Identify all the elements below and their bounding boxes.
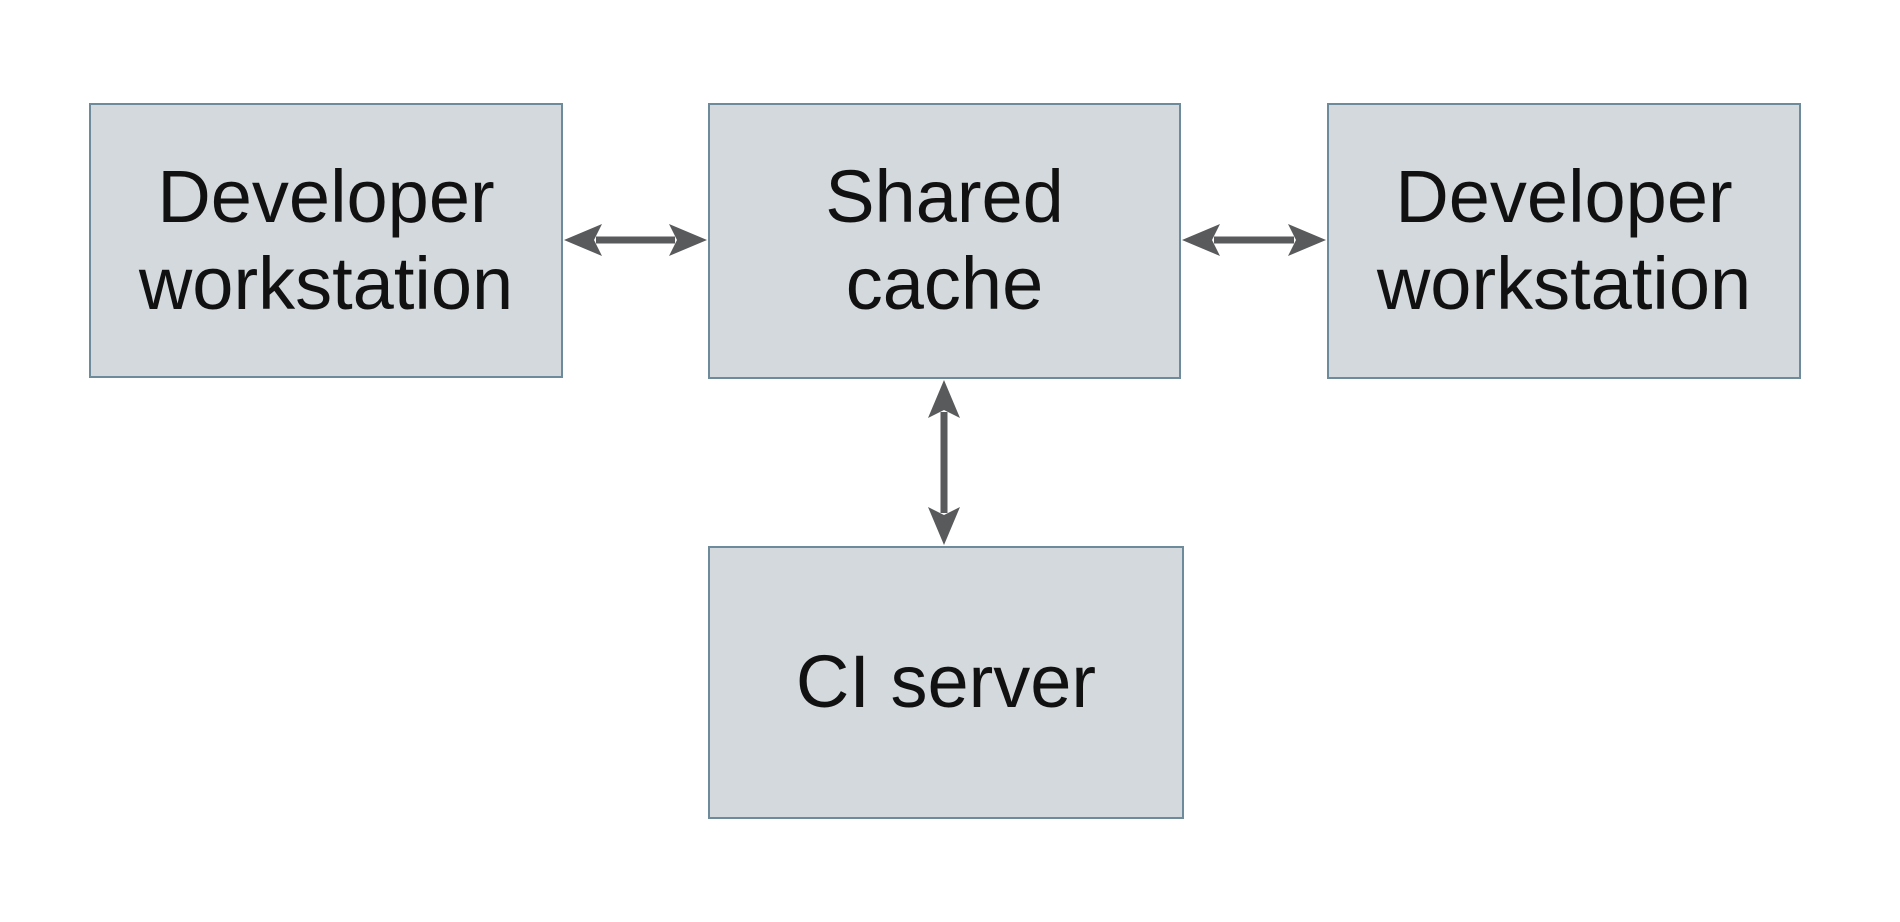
arrowhead-right-icon xyxy=(669,224,707,256)
arrowhead-up-icon xyxy=(928,380,960,418)
node-label: Developer workstation xyxy=(1377,154,1751,327)
node-label-line: Developer xyxy=(1395,155,1733,239)
edge-shared-cache-ci-server xyxy=(928,380,960,545)
arrowhead-right-icon xyxy=(1288,224,1326,256)
arrowhead-left-icon xyxy=(1182,224,1220,256)
node-label: Shared cache xyxy=(825,154,1064,327)
edge-shared-cache-right-workstation xyxy=(1182,224,1326,256)
node-label-line: Developer xyxy=(157,154,495,238)
node-developer-workstation-left: Developer workstation xyxy=(89,103,563,378)
node-developer-workstation-right: Developer workstation xyxy=(1327,103,1801,379)
node-label-line: Shared xyxy=(825,155,1064,239)
arrowhead-down-icon xyxy=(928,507,960,545)
node-shared-cache: Shared cache xyxy=(708,103,1181,379)
node-label-line: CI server xyxy=(795,640,1097,724)
node-label-line: workstation xyxy=(1376,242,1752,325)
node-label-line: cache xyxy=(845,242,1044,325)
node-label-line: workstation xyxy=(138,241,514,325)
node-ci-server: CI server xyxy=(708,546,1184,819)
arrowhead-left-icon xyxy=(564,224,602,256)
node-label: Developer workstation xyxy=(139,154,513,327)
node-label: CI server xyxy=(796,639,1096,726)
edge-left-workstation-shared-cache xyxy=(564,224,707,256)
